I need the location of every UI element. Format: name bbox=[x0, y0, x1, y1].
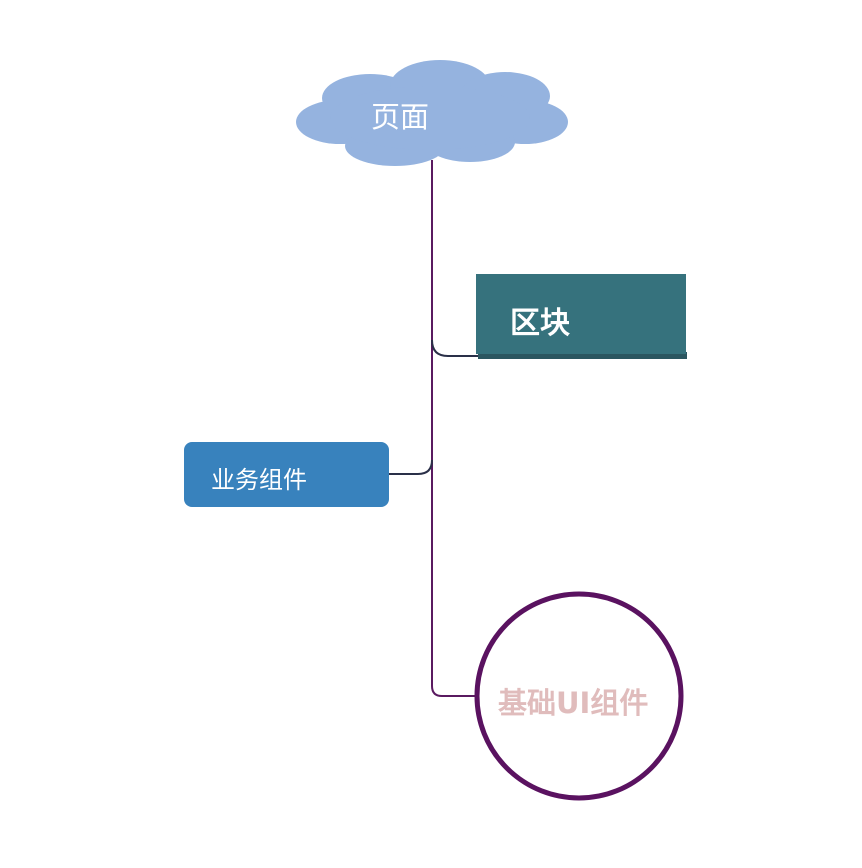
block-node-label[interactable]: 区块 bbox=[510, 306, 570, 341]
business-node-label[interactable]: 业务组件 bbox=[211, 466, 307, 494]
root-cloud-shape[interactable] bbox=[296, 60, 568, 166]
base-node-shape bbox=[474, 591, 684, 801]
connector-block bbox=[431, 339, 478, 357]
connectors bbox=[388, 160, 478, 697]
block-node-shadow bbox=[478, 352, 687, 359]
block-node-shape bbox=[476, 274, 686, 354]
base-node-label[interactable]: 基础UI组件 bbox=[498, 686, 649, 720]
trunk-line bbox=[431, 160, 476, 697]
root-node-label[interactable]: 页面 bbox=[371, 100, 430, 134]
connector-business bbox=[388, 459, 433, 475]
business-node-shape bbox=[184, 442, 389, 507]
